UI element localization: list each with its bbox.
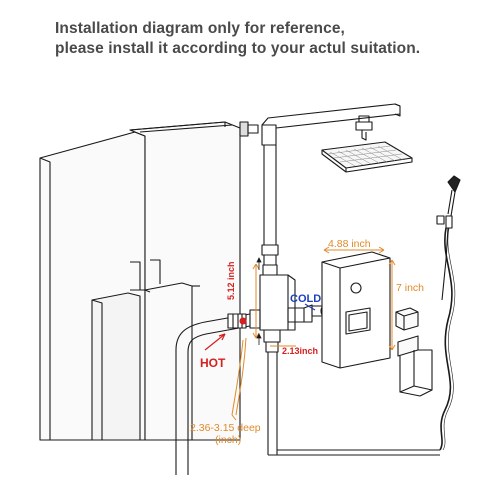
- width-dimension: [323, 246, 385, 254]
- trim-height-label: 7 inch: [396, 282, 425, 294]
- height-dimension: [388, 259, 396, 351]
- riser-pipe: [261, 124, 279, 266]
- width-label: 4.88 inch: [328, 238, 371, 250]
- header-line-2: please install it according to your actu…: [55, 40, 421, 57]
- wall-blocks: [39, 121, 241, 441]
- shower-head-icon: [321, 141, 413, 173]
- wall-flange: [239, 121, 259, 137]
- valve-body-icon: [249, 264, 313, 353]
- valve-width-label: 2.13inch: [282, 346, 319, 356]
- hot-arrow: [204, 333, 226, 351]
- depth-dimension: [231, 337, 247, 421]
- cold-arrow: [304, 303, 316, 311]
- header-line-1: Installation diagram only for reference,: [55, 20, 345, 37]
- handheld-hose: [439, 227, 456, 451]
- handle-icon: [397, 335, 433, 397]
- cold-label: COLD: [290, 293, 322, 305]
- valve-height-dimension: [252, 263, 260, 339]
- diverter-knob-icon: [395, 307, 419, 331]
- hot-supply-pipe: [175, 313, 251, 475]
- hot-label: HOT: [200, 356, 226, 370]
- depth-label-line1: 2.36-3.15 deep: [190, 422, 261, 434]
- depth-label-line2: (inch): [215, 434, 242, 446]
- shower-arm: [261, 103, 401, 141]
- handheld-shower-icon: [436, 175, 461, 301]
- trim-plate-icon: [321, 251, 391, 369]
- lower-pipe: [267, 352, 440, 456]
- valve-height-label: 5.12 inch: [226, 261, 236, 300]
